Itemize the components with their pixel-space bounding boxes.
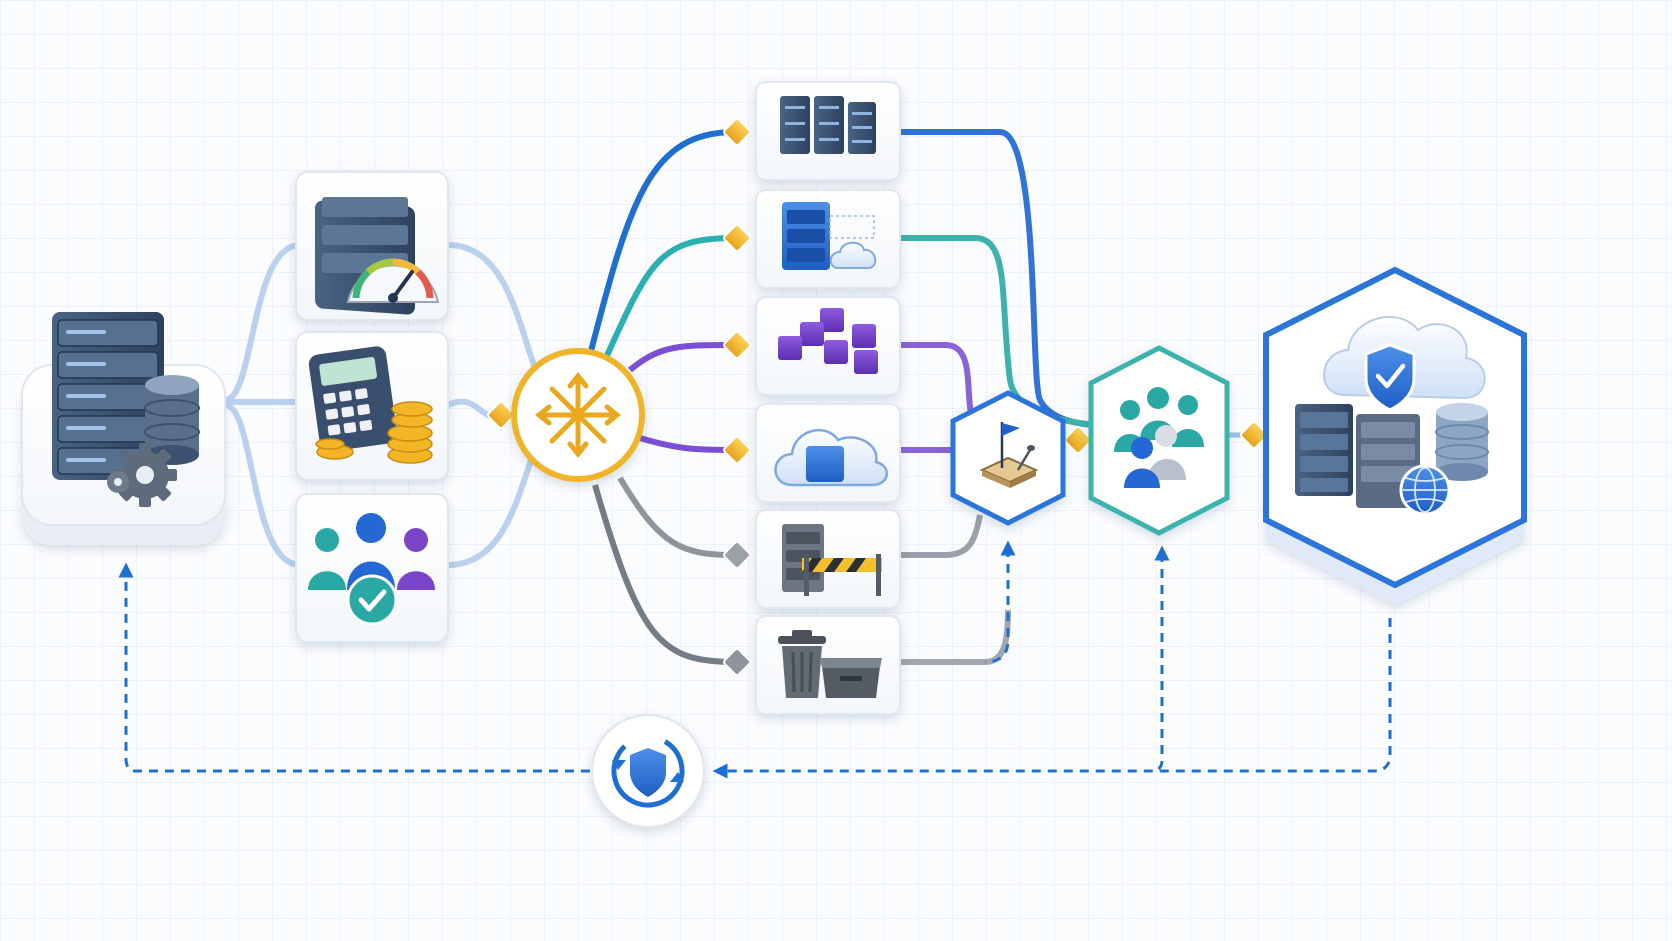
repurchase-card[interactable]	[755, 403, 901, 503]
diamond-team-cloud	[1240, 421, 1268, 449]
calculator-coins-icon	[308, 346, 433, 464]
connector-router-refactor	[628, 342, 736, 373]
connector-source-performance	[224, 242, 301, 403]
connector-diamonds	[487, 118, 1268, 676]
connector-router-rehost	[587, 129, 736, 356]
diamond-router-input	[487, 401, 515, 429]
shield-cycle-icon	[611, 734, 685, 808]
server-gauge-icon	[315, 197, 440, 315]
team-node[interactable]	[1088, 345, 1230, 536]
server-cloud-icon	[782, 202, 877, 270]
cloud-cube-icon	[774, 429, 888, 487]
router-node[interactable]	[511, 348, 645, 482]
cost-card[interactable]	[295, 331, 449, 481]
feedback-path-right	[712, 618, 1392, 779]
connector-router-repurchase	[639, 435, 736, 453]
connector-retain-pilot	[900, 514, 983, 558]
diamond-pilot-team	[1064, 426, 1092, 454]
server-barrier-icon	[782, 524, 882, 596]
retain-card[interactable]	[755, 509, 901, 609]
rehost-card[interactable]	[755, 81, 901, 181]
people-check-icon	[308, 513, 435, 626]
diamond-refactor	[723, 331, 751, 359]
people-group-icon	[1114, 387, 1204, 488]
cloud-shield-datacenter-icon	[1295, 315, 1489, 516]
diamond-rehost	[723, 118, 751, 146]
connector-refactor-pilot	[900, 342, 975, 421]
refactor-card[interactable]	[755, 296, 901, 396]
server-database-gear-icon	[52, 312, 200, 507]
diamond-retain	[723, 541, 751, 569]
feedback-branch-team	[1149, 545, 1170, 773]
connector-retire-pilot	[900, 609, 1011, 665]
sandbox-flag-icon	[979, 422, 1039, 488]
feedback-path-left	[118, 562, 590, 773]
source-server-node[interactable]	[21, 312, 226, 545]
target-cloud-node[interactable]	[1263, 266, 1527, 605]
diamond-repurchase	[723, 436, 751, 464]
cubes-icon	[778, 308, 878, 374]
servers-icon	[780, 96, 876, 154]
feedback-loop-node[interactable]	[591, 714, 705, 828]
performance-card[interactable]	[295, 171, 449, 321]
retire-card[interactable]	[755, 615, 901, 715]
trash-box-icon	[778, 630, 882, 698]
pilot-node[interactable]	[950, 390, 1066, 526]
distribute-arrows-icon	[534, 371, 622, 459]
diamond-retire	[723, 648, 751, 676]
connector-router-retain	[617, 476, 736, 558]
diamond-replatform	[723, 224, 751, 252]
connector-router-retire	[592, 484, 736, 665]
replatform-card[interactable]	[755, 189, 901, 289]
connector-router-replatform	[602, 235, 736, 362]
stakeholders-card[interactable]	[295, 493, 449, 643]
connector-source-stakeholders	[224, 402, 301, 568]
